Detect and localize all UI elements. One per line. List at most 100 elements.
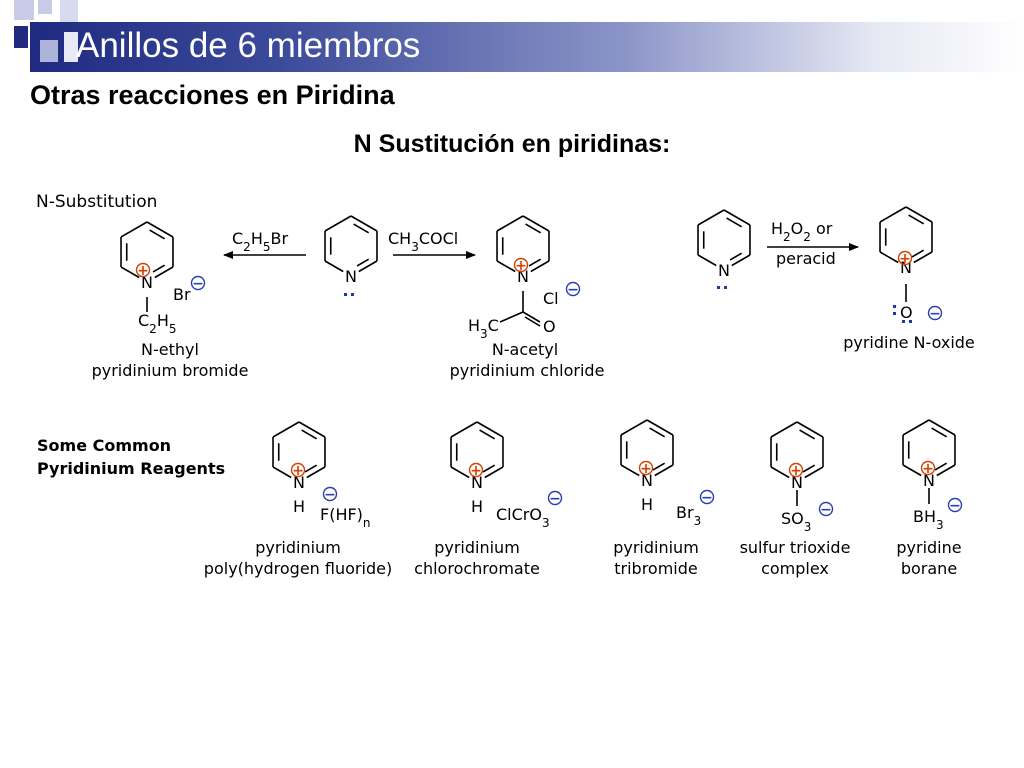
label-hf-line1: pyridinium [255,538,341,557]
reagent-hydrogen-peroxide: H2O2 or [771,219,833,244]
reagent-peracid: peracid [776,249,836,268]
plus-charge: + [790,463,802,479]
ring-pyridine-center-nitrogen: N [345,267,357,286]
minus-charge: − [324,487,336,503]
label-tribromide-line2: tribromide [614,559,698,578]
ring-n-ethyl-nitrogen: N [141,273,153,292]
plus-charge-circle [788,462,804,478]
ring-n-oxide [879,206,933,264]
label-borane-line2: borane [901,559,957,578]
label-pcc-line1: pyridinium [434,538,520,557]
ring-n-oxide-nitrogen: N [900,258,912,277]
counterion-bromide: Br [173,285,191,304]
decor-square [38,0,52,14]
ring-so3 [770,421,824,479]
plus-charge: + [470,463,482,479]
substituent-hydrogen: H [471,497,483,516]
minus-charge-circle [947,497,963,513]
ring-borane-nitrogen: N [923,471,935,490]
substituent-borane: BH3 [913,507,944,532]
substituent-so3: SO3 [781,509,811,534]
ring-n-acetyl [496,215,550,273]
ring-hf [272,421,326,479]
lone-pair-oxygen-bottom [902,320,912,323]
plus-charge: + [515,258,527,274]
label-hf-line2: poly(hydrogen fluoride) [204,559,392,578]
ring-borane [902,419,956,477]
label-tribromide-line1: pyridinium [613,538,699,557]
minus-charge-circle [699,489,715,505]
reagent-ethyl-bromide: C2H5Br [232,229,288,254]
plus-charge: + [640,461,652,477]
decor-square [40,40,58,62]
ring-so3-nitrogen: N [791,473,803,492]
slide-title: Anillos de 6 miembros [76,26,421,65]
minus-charge: − [701,490,713,506]
slide-header: Anillos de 6 miembros [0,0,1024,72]
ring-pyridine-oxidation-nitrogen: N [718,261,730,280]
bond-methyl [499,311,524,323]
carbonyl-oxygen: O [543,317,556,336]
ring-tribromide [620,419,674,477]
section-heading: N Sustitución en piridinas: [353,130,671,158]
plus-charge-circle [468,462,484,478]
slide-subtitle: Otras reacciones en Piridina [30,80,395,110]
bond-carbonyl [522,311,541,323]
minus-charge-circle [927,305,943,321]
plus-charge-circle [290,462,306,478]
ring-pcc-nitrogen: N [471,473,483,492]
section-title-pyridinium-reagents: Pyridinium Reagents [37,459,225,478]
label-pyridinium-chloride: pyridinium chloride [450,361,605,380]
plus-charge-circle [920,460,936,476]
bond-carbonyl-double [524,316,541,327]
minus-charge: − [549,491,561,507]
minus-charge-circle [565,281,581,297]
ring-n-acetyl-nitrogen: N [517,267,529,286]
minus-charge: − [929,306,941,322]
substituent-hydrogen: H [641,495,653,514]
counterion-tribromide: Br3 [676,503,701,528]
ring-pyridine-center [324,215,378,273]
label-n-acetyl: N-acetyl [492,340,558,359]
label-pcc-line2: chlorochromate [414,559,540,578]
label-so3-line1: sulfur trioxide [740,538,851,557]
lone-pair-center [344,293,354,296]
lone-pair-oxidation [717,286,727,289]
minus-charge-circle [818,501,834,517]
ring-hf-nitrogen: N [293,473,305,492]
plus-charge: + [292,463,304,479]
plus-charge-circle [638,460,654,476]
plus-charge-circle [897,250,913,266]
decor-square [14,26,28,48]
counterion-pcc: ClCrO3 [496,505,550,530]
plus-charge-circle [135,262,151,278]
plus-charge: + [922,461,934,477]
label-pyridinium-bromide: pyridinium bromide [92,361,249,380]
ring-tribromide-nitrogen: N [641,471,653,490]
reagent-acetyl-chloride: CH3COCl [388,229,458,254]
minus-charge-circle [547,490,563,506]
label-so3-line2: complex [761,559,829,578]
lone-pair-oxygen-left [893,305,896,315]
section-title-n-substitution: N-Substitution [36,192,157,212]
ring-pcc [450,421,504,479]
decor-square [60,0,78,22]
decor-square [14,0,34,20]
plus-charge-circle [513,257,529,273]
plus-charge: + [899,251,911,267]
ring-pyridine-oxidation [697,209,751,267]
minus-charge-circle [322,486,338,502]
minus-charge: − [820,502,832,518]
ring-n-ethyl [120,221,174,279]
counterion-hf: F(HF)n [320,505,371,530]
pyridine-rings [120,206,956,479]
label-n-ethyl: N-ethyl [141,340,199,359]
oxide-oxygen: O [900,303,913,322]
decor-square [64,32,78,62]
minus-charge-circle [190,275,206,291]
counterion-chloride: Cl [543,289,559,308]
title-band [30,22,1024,72]
substituent-hydrogen: H [293,497,305,516]
minus-charge: − [567,282,579,298]
